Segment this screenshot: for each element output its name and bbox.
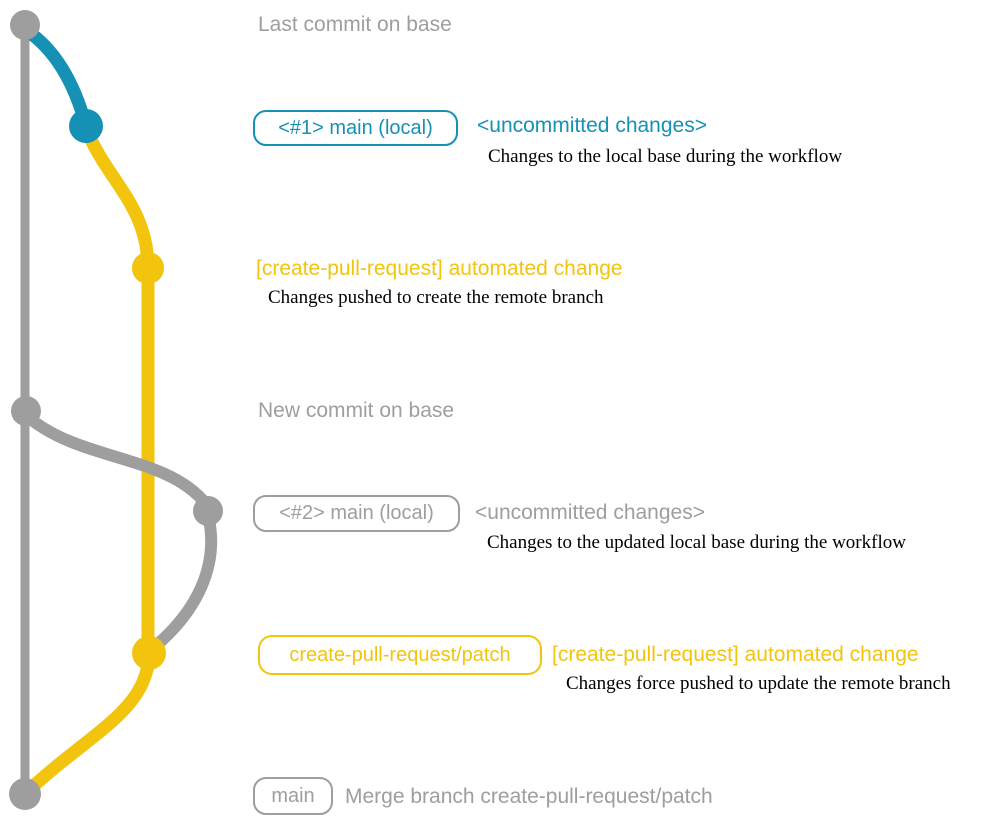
gray-rebase-curve [21, 410, 212, 510]
row2-note: Changes pushed to create the remote bran… [268, 287, 604, 308]
last-commit-label: Last commit on base [258, 13, 452, 36]
branch-badge-patch: create-pull-request/patch [258, 635, 542, 675]
row3-title: <uncommitted changes> [475, 501, 705, 524]
row3-note: Changes to the updated local base during… [487, 532, 906, 553]
row1-note: Changes to the local base during the wor… [488, 146, 843, 167]
commit-dot-patch1 [132, 252, 164, 284]
merge-commit-label: Merge branch create-pull-request/patch [345, 785, 713, 808]
gray-force-push-curve [146, 509, 218, 655]
branch-badge-main-local-1: <#1> main (local) [253, 110, 458, 146]
commit-dot-main2 [193, 496, 223, 526]
commit-dot-main1 [69, 109, 103, 143]
yellow-merge-curve [19, 649, 156, 800]
commit-dot-merge [9, 778, 41, 810]
row2-title: [create-pull-request] automated change [256, 257, 623, 280]
commit-dot-new-base [11, 396, 41, 426]
yellow-branch-push-curve [79, 121, 155, 275]
branch-badge-main-local-2: <#2> main (local) [253, 495, 460, 532]
row4-title: [create-pull-request] automated change [552, 643, 919, 666]
branch-badge-main: main [253, 777, 333, 815]
commit-dot-patch2 [132, 636, 166, 670]
new-commit-label: New commit on base [258, 399, 455, 422]
commit-dot-last-base [10, 10, 40, 40]
row4-note: Changes force pushed to update the remot… [566, 673, 951, 694]
row1-title: <uncommitted changes> [477, 114, 707, 137]
